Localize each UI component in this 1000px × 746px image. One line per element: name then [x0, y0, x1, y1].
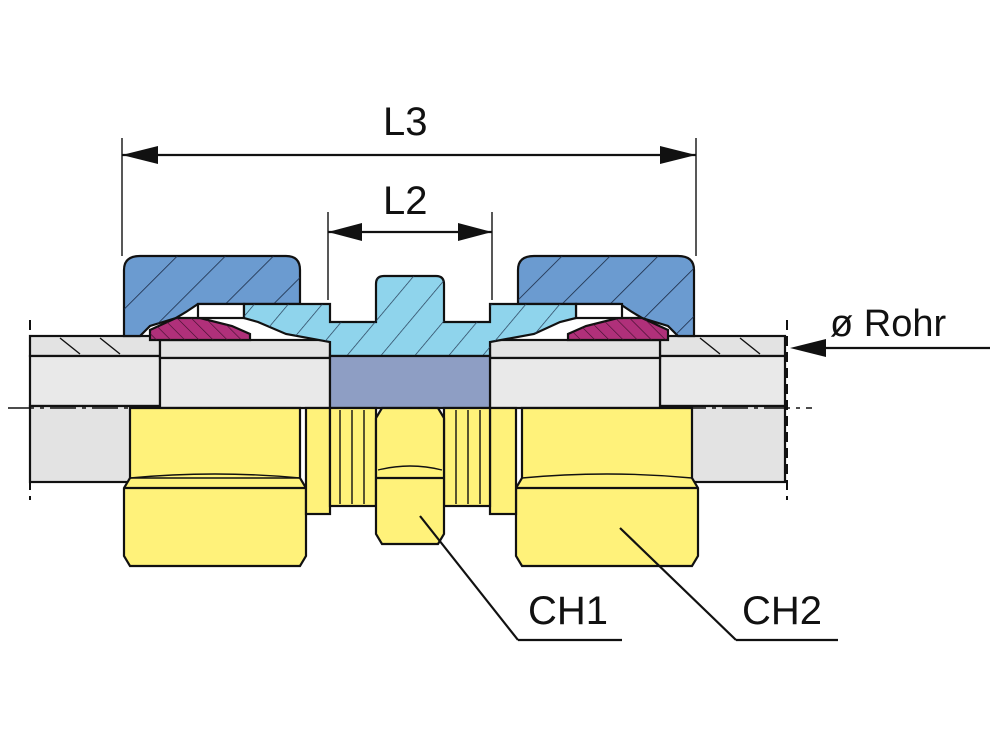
- tube-inner-left: [158, 338, 332, 360]
- cutting-ring-left: [148, 316, 252, 342]
- label-ch1: CH1: [528, 589, 608, 633]
- body-center-hex: [374, 406, 446, 546]
- body-bore: [328, 354, 492, 410]
- body-thread-left: [304, 406, 378, 516]
- tube-inner-right: [488, 338, 662, 360]
- dimension-l2: [327, 212, 493, 300]
- body-thread-right: [442, 406, 518, 516]
- leader-ch1: [419, 515, 622, 642]
- label-l2: L2: [383, 179, 428, 223]
- leader-ch2: [619, 527, 838, 642]
- nut-right-section: [516, 254, 696, 338]
- rohr-arrow: [790, 339, 990, 357]
- label-l3: L3: [383, 100, 428, 144]
- cutting-ring-right: [566, 316, 670, 342]
- nut-left-section: [122, 254, 302, 338]
- nut-left-hex: [122, 406, 308, 568]
- label-rohr: ø Rohr: [830, 303, 946, 345]
- label-ch2: CH2: [742, 589, 822, 633]
- nut-right-hex: [514, 406, 700, 568]
- dimension-l3: [121, 138, 697, 256]
- body-section: [242, 274, 578, 358]
